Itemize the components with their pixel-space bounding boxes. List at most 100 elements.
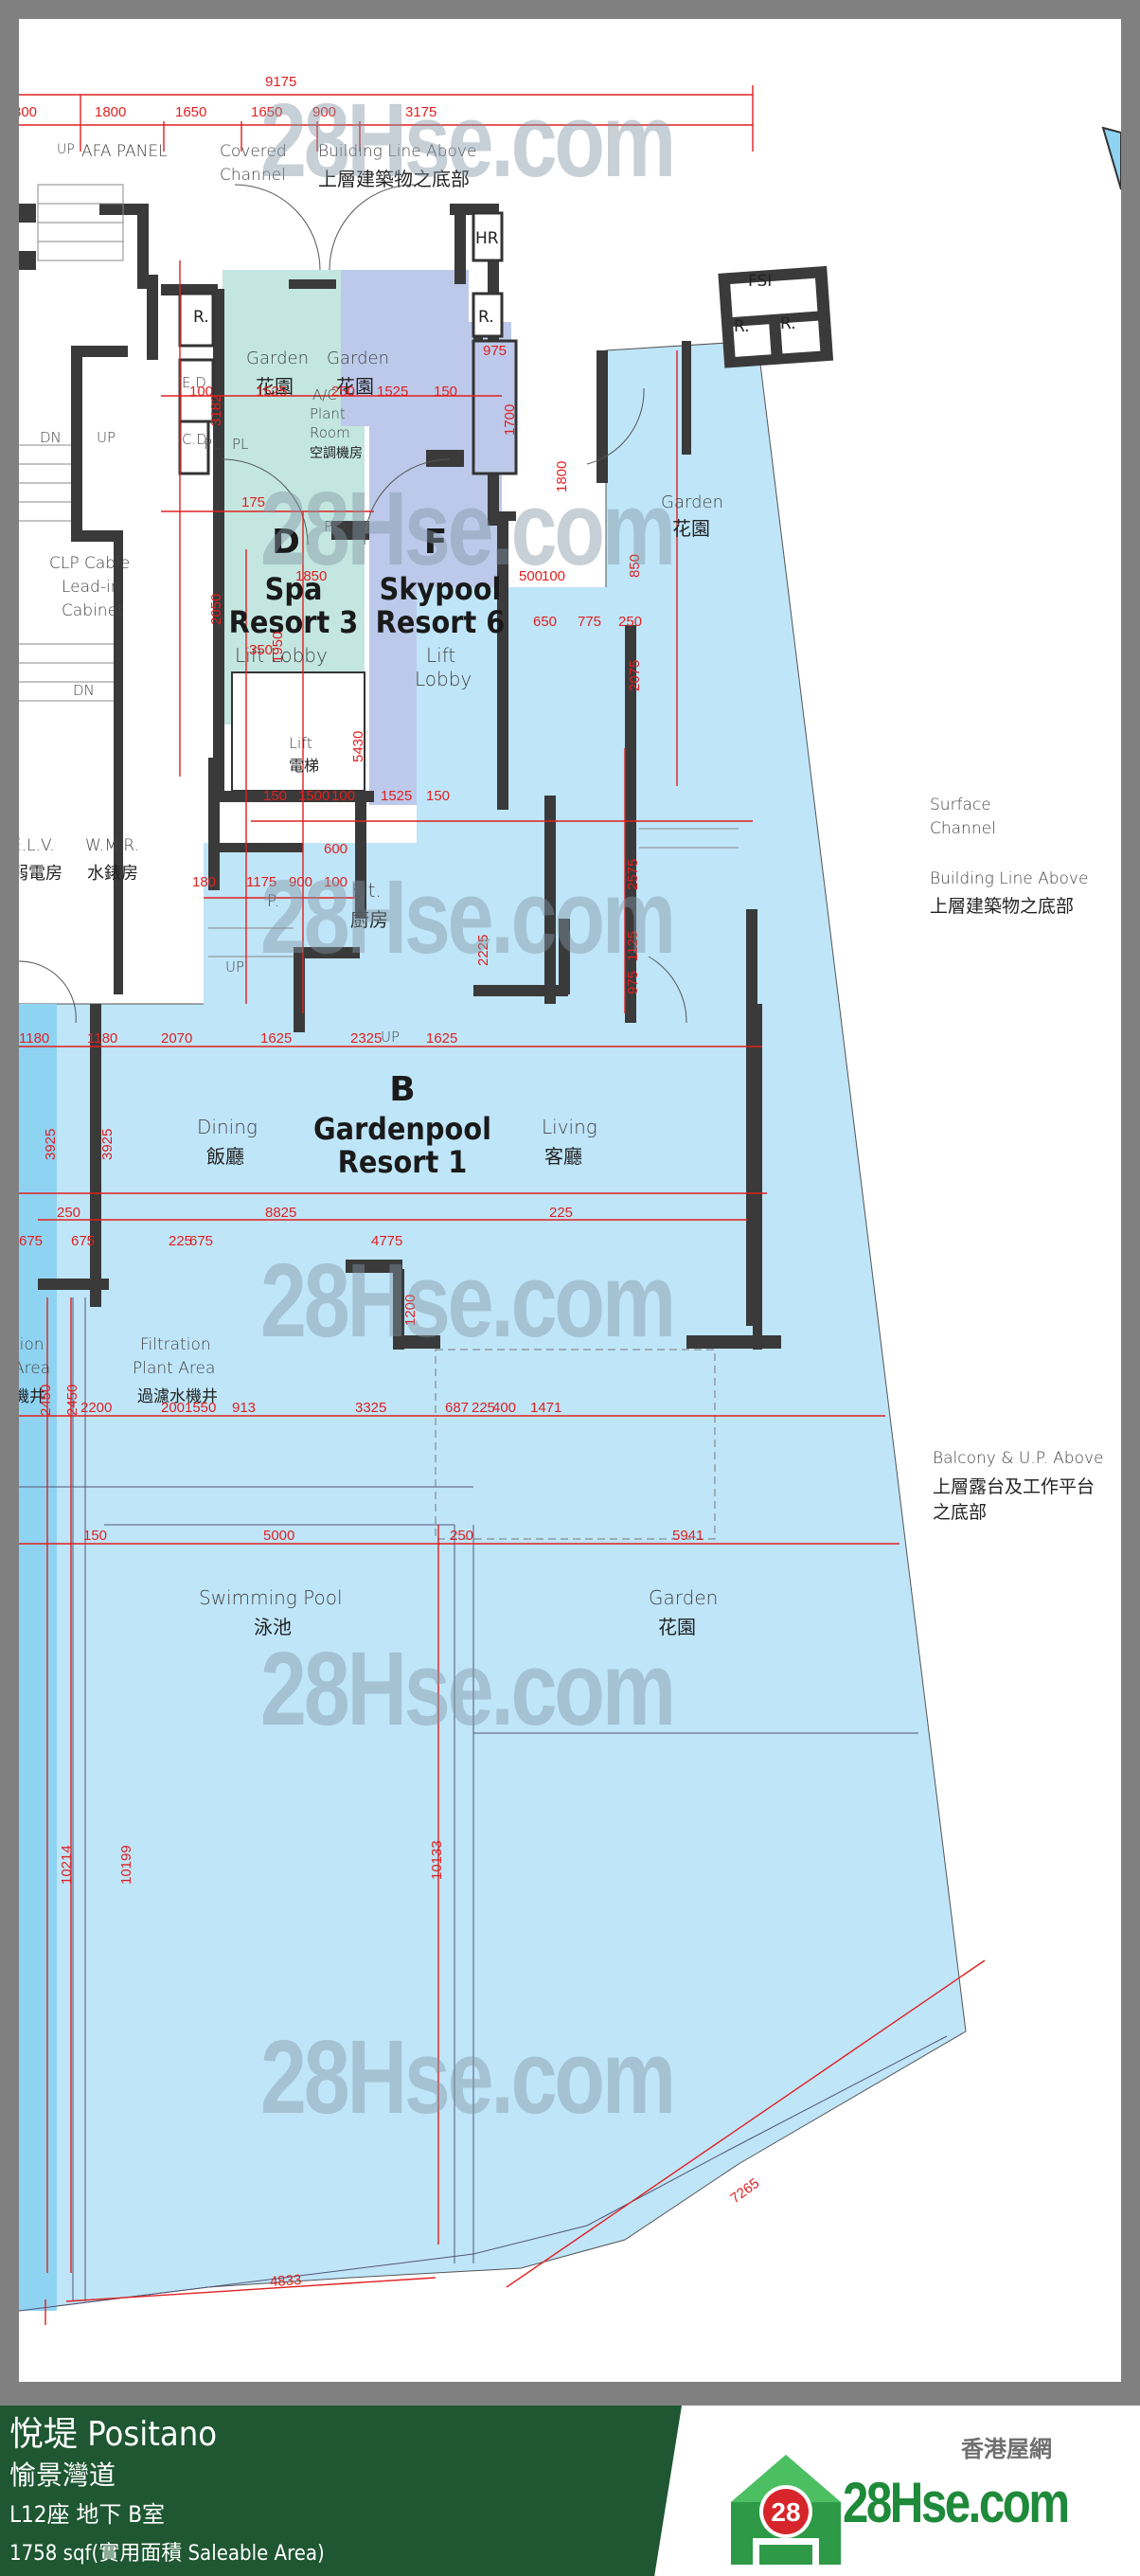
unit-f-name: Skypool [379, 571, 502, 607]
ed-label: E.D. [182, 374, 211, 391]
clp-cabinet-label: Cabinet [62, 601, 124, 620]
unit-f-name: Resort 6 [375, 604, 506, 640]
hr-room-label: HR [475, 229, 499, 248]
unit-d-name: Spa [264, 571, 323, 607]
garden-d-label-en: Garden [246, 349, 309, 368]
dim: 1500 [298, 788, 330, 804]
dim: 775 [578, 614, 602, 630]
dim: 400 [492, 1400, 517, 1416]
dim: 975 [625, 970, 641, 994]
stair-dn-label: DN [40, 429, 62, 446]
filtration-left-label: Area [19, 1359, 51, 1378]
listing-info-band [0, 2406, 682, 2576]
filtration-left-label: 機井 [19, 1387, 45, 1406]
dim: 675 [189, 1233, 214, 1249]
dim: 3325 [355, 1400, 387, 1416]
stair-dn-label: DN [73, 682, 95, 699]
garden-bottom-label-cn: 花園 [658, 1616, 696, 1638]
dim: 100 [189, 384, 214, 400]
dim: 250 [331, 384, 356, 400]
swimming-pool-label-en: Swimming Pool [199, 1586, 343, 1609]
floor-plan-drawing [19, 85, 1121, 2325]
surface-channel-label: Channel [930, 819, 996, 838]
balcony-note-en: Balcony & U.P. Above [933, 1449, 1104, 1468]
surface-channel-label: Surface [930, 796, 991, 814]
dim: 1180 [19, 1030, 50, 1046]
dim: 3925 [99, 1128, 116, 1160]
stair-up-label: UP [225, 958, 245, 975]
stair-up-label: UP [57, 142, 75, 157]
unit-f-lobby: Lift [426, 644, 456, 667]
dim: 4833 [269, 2271, 302, 2291]
dim: 5430 [350, 730, 366, 762]
kitchen-label-en: Kit. [350, 879, 382, 902]
dim: 350 [249, 642, 274, 658]
clp-cabinet-label: CLP Cable [49, 554, 131, 573]
unit-d-letter: D [272, 523, 300, 562]
estate-name: 悅堤 Positano [9, 2415, 218, 2454]
dim: 1950 [270, 631, 286, 663]
dim: 8825 [265, 1205, 297, 1221]
fsi-room-label: FSI [748, 272, 773, 291]
dim: 975 [483, 343, 508, 359]
ac-plant-label: Plant [310, 405, 346, 422]
road-name: 愉景灣道 [9, 2460, 116, 2491]
dim: 1625 [426, 1030, 458, 1046]
dim: 913 [232, 1400, 257, 1416]
filtration-label-cn: 過濾水機井 [137, 1387, 218, 1406]
wmr-label-en: W.M.R. [85, 836, 139, 855]
dim: 150 [434, 384, 458, 400]
dim: 250 [450, 1528, 474, 1544]
dim: 1125 [625, 930, 641, 961]
dim: 2050 [208, 593, 224, 625]
unit-info: L12座 地下 B室 [9, 2501, 166, 2528]
dim: 850 [627, 553, 643, 578]
dim: 1525 [381, 788, 413, 804]
dim: 225 [169, 1233, 193, 1249]
dim: 600 [324, 841, 348, 857]
dim: 1550 [185, 1400, 217, 1416]
garden-f-label-en: Garden [327, 349, 389, 368]
clp-cabinet-label: Lead-in [62, 578, 121, 597]
dim: 1200 [402, 1294, 419, 1326]
dim: 10199 [118, 1845, 134, 1885]
pl-label: PL [232, 436, 249, 453]
dim: 150 [83, 1528, 108, 1544]
dim: 175 [241, 494, 266, 510]
dim: 225 [472, 1400, 496, 1416]
pl-label: PL [204, 436, 221, 453]
logo-chinese-name: 香港屋網 [961, 2436, 1052, 2462]
dim: 1800 [554, 460, 570, 492]
dim: 1650 [251, 104, 283, 120]
filtration-label-en: Plant Area [133, 1359, 216, 1378]
unit-b-name: Gardenpool [313, 1111, 491, 1147]
dim: 225 [549, 1205, 574, 1221]
stair-up-label: UP [381, 1029, 401, 1046]
dim: 100 [324, 874, 348, 890]
garden-bottom-label-en: Garden [649, 1586, 719, 1609]
ac-plant-label: Room [310, 424, 350, 441]
ac-plant-label: A/C [312, 386, 337, 403]
dim: 2450 [64, 1384, 80, 1416]
garden-right-label-cn: 花園 [672, 517, 710, 540]
site-logo[interactable]: 28 香港屋網 28Hse.com [729, 2424, 1127, 2567]
balcony-note-cn: 之底部 [933, 1502, 988, 1523]
dim: 1700 [502, 403, 518, 436]
dim: 675 [71, 1233, 96, 1249]
dim: 800 [19, 104, 38, 120]
dim: 180 [192, 874, 217, 890]
dim: 250 [57, 1205, 81, 1221]
living-label-cn: 客廳 [544, 1145, 582, 1168]
dim: 687 [445, 1400, 470, 1416]
garden-f-label-cn: 花園 [336, 375, 374, 398]
dim: 650 [533, 614, 558, 630]
dining-label-en: Dining [197, 1116, 258, 1138]
dim: 3175 [405, 104, 437, 120]
dining-label-cn: 飯廳 [206, 1145, 244, 1168]
pd-label: P.D. [324, 518, 350, 535]
dim: 1471 [530, 1400, 562, 1416]
dim: 1800 [95, 104, 127, 120]
p-label: P. [267, 892, 280, 911]
dim: 2075 [627, 659, 643, 691]
building-line-side-cn: 上層建築物之底部 [930, 896, 1075, 917]
